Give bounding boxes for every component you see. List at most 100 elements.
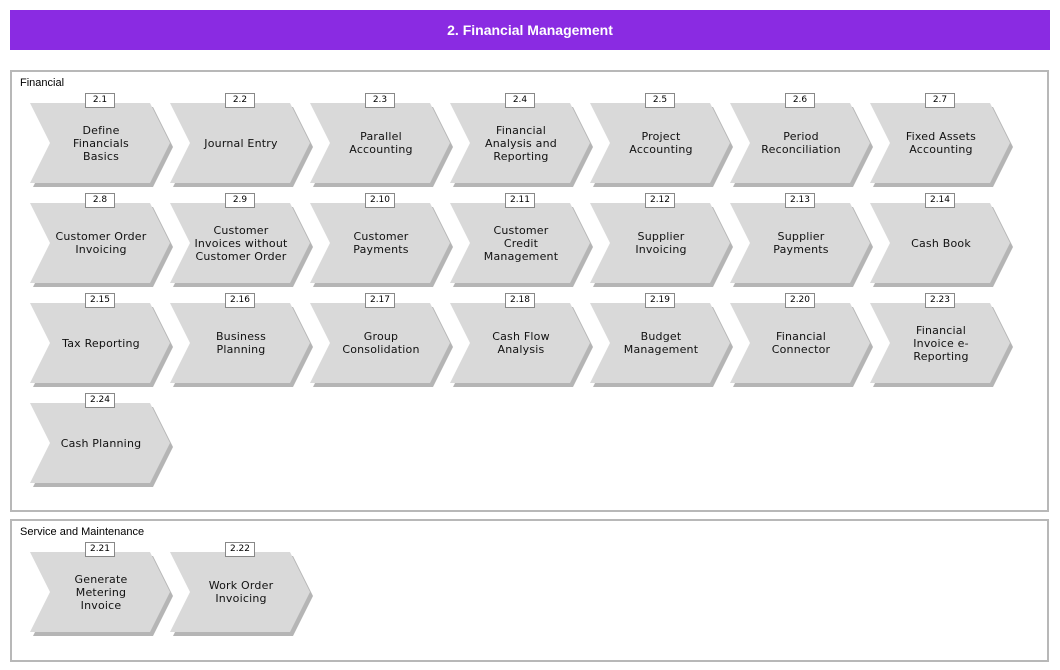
process-label: Financial Connector xyxy=(771,330,831,356)
process-number-badge: 2.3 xyxy=(365,93,395,108)
chevron-shape xyxy=(870,203,1013,287)
chevron-shape xyxy=(30,403,173,487)
chevron-body xyxy=(590,303,730,383)
chevron-body xyxy=(30,552,170,632)
process-label: Cash Flow Analysis xyxy=(492,330,550,356)
chevron-body xyxy=(310,103,450,183)
chevron-shape xyxy=(170,203,313,287)
page-title: 2. Financial Management xyxy=(447,22,613,38)
chevron-body xyxy=(310,203,450,283)
process-label: Cash Planning xyxy=(60,436,142,450)
process-label: Customer Order Invoicing xyxy=(55,230,147,256)
process-number-badge: 2.7 xyxy=(925,93,955,108)
process-number-badge: 2.14 xyxy=(925,193,955,208)
chevron-shape xyxy=(30,103,173,187)
chevron-shape xyxy=(310,203,453,287)
process-label: Customer Payments xyxy=(353,230,409,256)
process-number-badge: 2.5 xyxy=(645,93,675,108)
chevron-body xyxy=(30,203,170,283)
chevron-body xyxy=(170,303,310,383)
process-number-badge: 2.10 xyxy=(365,193,395,208)
chevron-shape xyxy=(450,303,593,387)
chevron-body xyxy=(310,303,450,383)
process-label: Financial Invoice e- Reporting xyxy=(913,323,969,363)
chevron-shape xyxy=(30,203,173,287)
process-number-badge: 2.9 xyxy=(225,193,255,208)
chevron-shape xyxy=(870,103,1013,187)
process-number-badge: 2.19 xyxy=(645,293,675,308)
process-number-badge: 2.8 xyxy=(85,193,115,208)
process-label: Project Accounting xyxy=(629,130,693,156)
chevron-shape xyxy=(590,203,733,287)
chevron-body xyxy=(30,103,170,183)
chevron-body xyxy=(870,303,1010,383)
process-label: Business Planning xyxy=(215,330,267,356)
chevron-shape xyxy=(590,303,733,387)
chevron-body xyxy=(450,203,590,283)
chevron-shape xyxy=(450,103,593,187)
group-label: Financial xyxy=(20,77,65,89)
chevron-shape xyxy=(730,103,873,187)
process-number-badge: 2.17 xyxy=(365,293,395,308)
process-number-badge: 2.21 xyxy=(85,542,115,557)
chevron-shape xyxy=(730,303,873,387)
chevron-shape xyxy=(310,103,453,187)
process-label: Generate Metering Invoice xyxy=(74,572,128,612)
chevron-shape xyxy=(310,303,453,387)
process-label: Customer Credit Management xyxy=(483,223,559,263)
process-label: Supplier Invoicing xyxy=(635,230,687,256)
process-label: Budget Management xyxy=(623,330,699,356)
process-number-badge: 2.11 xyxy=(505,193,535,208)
chevron-shape xyxy=(590,103,733,187)
chevron-body xyxy=(730,303,870,383)
chevron-shape xyxy=(170,103,313,187)
process-number-badge: 2.12 xyxy=(645,193,675,208)
process-label: Customer Invoices without Customer Order xyxy=(194,223,288,263)
process-label: Group Consolidation xyxy=(342,330,420,356)
process-number-badge: 2.24 xyxy=(85,393,115,408)
chevron-body xyxy=(730,103,870,183)
group-label: Service and Maintenance xyxy=(20,526,145,538)
chevron-body xyxy=(870,203,1010,283)
chevron-body xyxy=(590,103,730,183)
chevron-shape xyxy=(30,303,173,387)
chevron-body xyxy=(590,203,730,283)
chevron-body xyxy=(870,103,1010,183)
process-label: Define Financials Basics xyxy=(73,123,129,163)
process-number-badge: 2.20 xyxy=(785,293,815,308)
process-label: Journal Entry xyxy=(204,136,278,150)
process-label: Supplier Payments xyxy=(773,230,829,256)
chevron-shape xyxy=(450,203,593,287)
chevron-shape xyxy=(170,303,313,387)
process-label: Period Reconciliation xyxy=(761,130,841,156)
process-label: Tax Reporting xyxy=(62,336,140,350)
process-number-badge: 2.6 xyxy=(785,93,815,108)
process-label: Fixed Assets Accounting xyxy=(905,130,977,156)
process-number-badge: 2.1 xyxy=(85,93,115,108)
